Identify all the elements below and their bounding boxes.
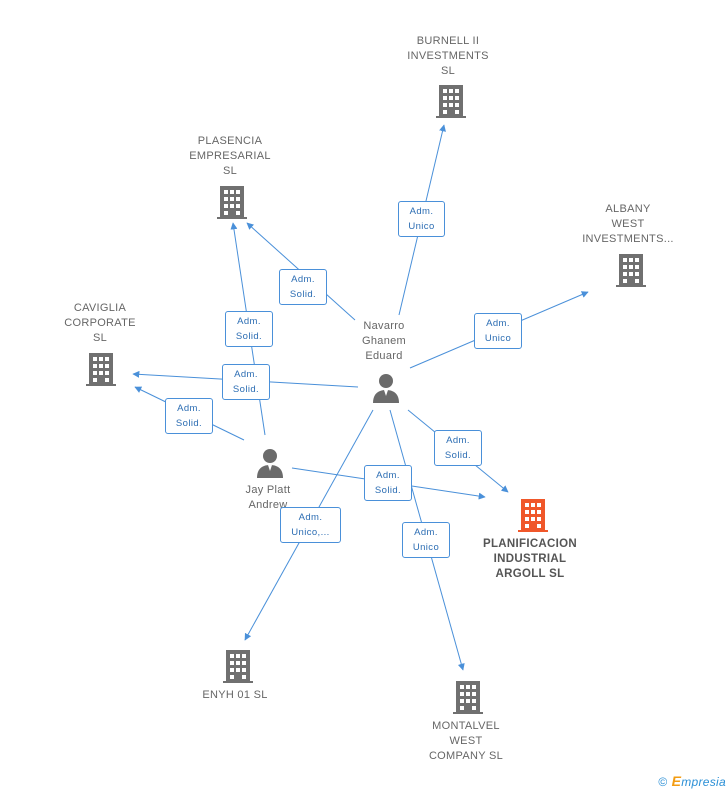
node-montalvel-line: WEST	[449, 735, 483, 747]
building-icon[interactable]	[221, 648, 255, 684]
relation-type: Unico,...	[291, 527, 330, 538]
node-plasencia-label[interactable]: PLASENCIA EMPRESARIAL SL	[180, 134, 280, 179]
brand-initial: E	[671, 773, 682, 789]
relation-role: Adm.	[486, 318, 510, 329]
relation-type: Solid.	[289, 289, 317, 300]
building-icon-focus[interactable]	[516, 497, 550, 533]
relation-navarro-burnell[interactable]: Adm. Unico	[398, 201, 445, 237]
node-burnell-line: SL	[440, 65, 456, 77]
node-albany-label[interactable]: ALBANY WEST INVESTMENTS...	[578, 202, 678, 247]
node-plasencia-line: SL	[222, 165, 238, 177]
relation-jay-plasencia[interactable]: Adm. Solid.	[225, 311, 273, 347]
node-burnell-label[interactable]: BURNELL II INVESTMENTS SL	[398, 34, 498, 79]
node-caviglia-line: CAVIGLIA	[73, 302, 127, 314]
node-caviglia-line: CORPORATE	[64, 317, 136, 329]
node-burnell-line: INVESTMENTS	[407, 50, 489, 62]
node-jay-line: Andrew	[248, 499, 288, 511]
node-plasencia-line: EMPRESARIAL	[189, 150, 271, 162]
relation-type: Unico	[484, 333, 512, 344]
building-icon[interactable]	[215, 184, 249, 220]
building-icon[interactable]	[84, 351, 118, 387]
building-icon[interactable]	[614, 252, 648, 288]
relation-role: Adm.	[376, 470, 400, 481]
relation-type: Unico	[412, 542, 440, 553]
relation-type: Solid.	[374, 485, 402, 496]
relation-type: Solid.	[175, 418, 203, 429]
node-albany-line: ALBANY	[605, 203, 651, 215]
node-planificacion-line: INDUSTRIAL	[493, 553, 567, 565]
relation-type: Solid.	[232, 384, 260, 395]
node-caviglia-label[interactable]: CAVIGLIA CORPORATE SL	[50, 301, 150, 346]
relation-role: Adm.	[409, 206, 434, 217]
node-planificacion-line: PLANIFICACION	[483, 538, 577, 550]
relation-navarro-caviglia[interactable]: Adm. Solid.	[222, 364, 270, 400]
node-jay-label[interactable]: Jay Platt Andrew	[218, 483, 318, 513]
relation-navarro-montalvel[interactable]: Adm. Unico	[402, 522, 450, 558]
node-montalvel-line: COMPANY SL	[428, 750, 504, 762]
relation-role: Adm.	[446, 435, 470, 446]
building-icon[interactable]	[434, 83, 468, 119]
relation-navarro-enyh[interactable]: Adm. Unico,...	[280, 507, 341, 543]
node-enyh-line: ENYH 01 SL	[202, 689, 268, 701]
relation-type: Solid.	[444, 450, 472, 461]
node-caviglia-line: SL	[92, 332, 108, 344]
node-jay-line: Jay Platt	[245, 484, 291, 496]
relation-role: Adm.	[234, 369, 258, 380]
relation-navarro-planificacion[interactable]: Adm. Solid.	[434, 430, 482, 466]
empresia-logo[interactable]: ©Empresia	[658, 773, 726, 789]
node-enyh-label[interactable]: ENYH 01 SL	[185, 688, 285, 703]
person-icon[interactable]	[371, 372, 401, 404]
node-montalvel-label[interactable]: MONTALVEL WEST COMPANY SL	[416, 719, 516, 764]
node-navarro-line: Navarro	[363, 320, 405, 332]
relation-role: Adm.	[291, 274, 315, 285]
node-planificacion-line: ARGOLL SL	[495, 568, 565, 580]
relation-role: Adm.	[298, 512, 323, 523]
node-plasencia-line: PLASENCIA	[197, 135, 263, 147]
relation-type: Solid.	[235, 331, 263, 342]
brand-name: mpresia	[681, 775, 726, 789]
copyright-symbol: ©	[658, 775, 668, 789]
building-icon[interactable]	[451, 679, 485, 715]
relation-jay-caviglia[interactable]: Adm. Solid.	[165, 398, 213, 434]
node-burnell-line: BURNELL II	[416, 35, 480, 47]
person-icon[interactable]	[255, 447, 285, 479]
relation-role: Adm.	[237, 316, 261, 327]
node-planificacion-label[interactable]: PLANIFICACION INDUSTRIAL ARGOLL SL	[470, 537, 590, 582]
node-albany-line: INVESTMENTS...	[582, 233, 674, 245]
node-albany-line: WEST	[611, 218, 645, 230]
node-navarro-label[interactable]: Navarro Ghanem Eduard	[334, 319, 434, 364]
node-navarro-line: Ghanem	[362, 335, 406, 347]
relation-role: Adm.	[177, 403, 201, 414]
relation-navarro-plasencia[interactable]: Adm. Solid.	[279, 269, 327, 305]
relation-role: Adm.	[414, 527, 438, 538]
node-navarro-line: Eduard	[365, 350, 403, 362]
relation-navarro-albany[interactable]: Adm. Unico	[474, 313, 522, 349]
relation-jay-planificacion[interactable]: Adm. Solid.	[364, 465, 412, 501]
node-montalvel-line: MONTALVEL	[432, 720, 500, 732]
relation-type: Unico	[408, 221, 435, 232]
